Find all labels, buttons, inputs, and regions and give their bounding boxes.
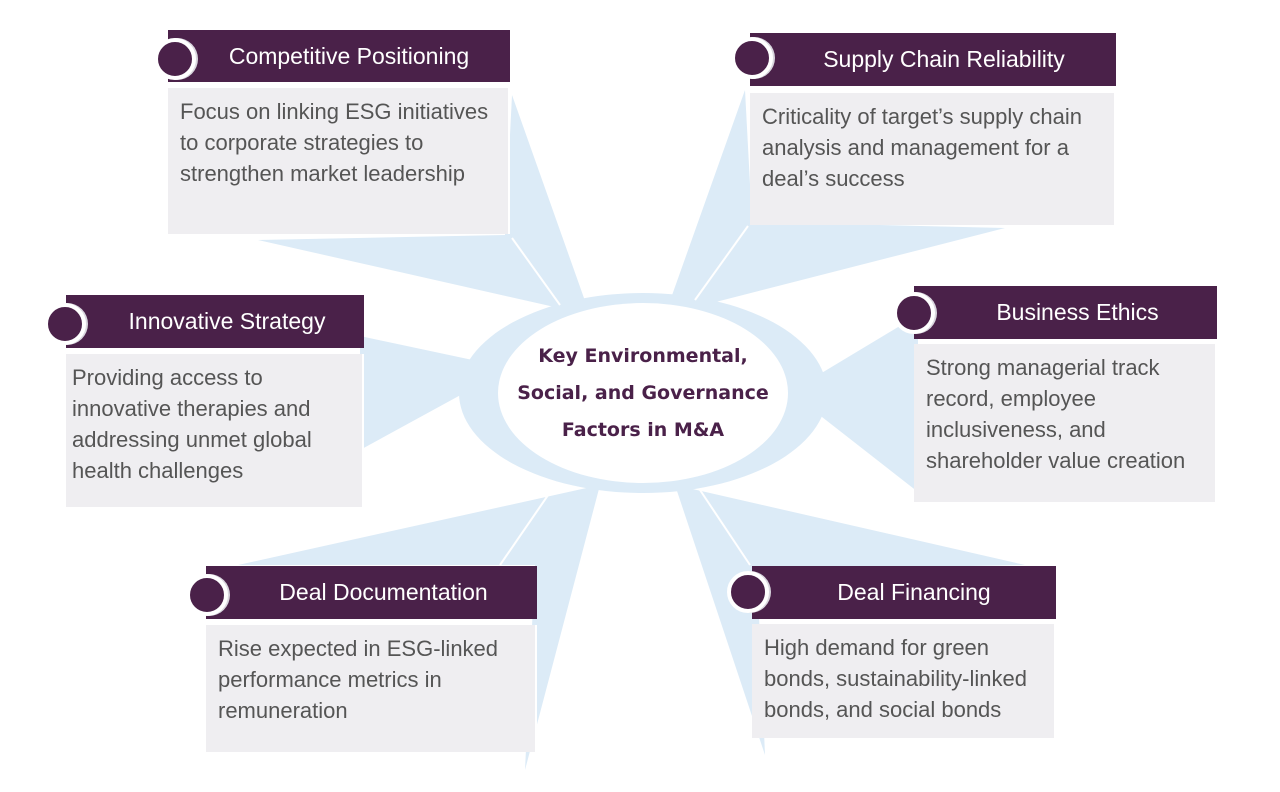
- factor-title: Deal Financing: [837, 579, 991, 605]
- bullet-icon: [154, 38, 196, 80]
- factor-description: Focus on linking ESG initiatives to corp…: [168, 88, 510, 234]
- ray-business-ethics: [790, 315, 918, 492]
- factor-header: Innovative Strategy: [66, 295, 364, 348]
- ray-supply-chain-reliability: [665, 90, 1005, 315]
- ray-deal-documentation: [238, 485, 600, 770]
- bullet-icon: [186, 574, 228, 616]
- factor-header: Supply Chain Reliability: [750, 33, 1116, 86]
- factor-card-deal-documentation: Deal Documentation Rise expected in ESG-…: [206, 566, 537, 752]
- factor-header: Deal Documentation: [206, 566, 537, 619]
- factor-header: Competitive Positioning: [168, 30, 510, 82]
- bullet-icon: [727, 571, 769, 613]
- factor-header: Deal Financing: [752, 566, 1056, 619]
- ray-deal-financing: [675, 485, 1025, 755]
- bullet-icon: [731, 37, 773, 79]
- factor-card-deal-financing: Deal Financing High demand for green bon…: [752, 566, 1056, 738]
- bullet-icon: [44, 303, 86, 345]
- bullet-icon: [893, 292, 935, 334]
- factor-title: Supply Chain Reliability: [823, 46, 1065, 72]
- factor-header: Business Ethics: [914, 286, 1217, 339]
- factor-description: High demand for green bonds, sustainabil…: [752, 624, 1056, 738]
- central-topic-title: Key Environmental, Social, and Governanc…: [517, 344, 769, 441]
- factor-card-innovative-strategy: Innovative Strategy Providing access to …: [66, 295, 364, 507]
- central-topic: Key Environmental, Social, and Governanc…: [498, 304, 788, 482]
- factor-title: Deal Documentation: [279, 579, 488, 605]
- factor-card-supply-chain-reliability: Supply Chain Reliability Criticality of …: [750, 33, 1116, 225]
- factor-card-business-ethics: Business Ethics Strong managerial track …: [914, 286, 1217, 502]
- factor-description: Strong managerial track record, employee…: [914, 344, 1217, 502]
- factor-title: Competitive Positioning: [228, 42, 470, 69]
- factor-title: Innovative Strategy: [128, 308, 326, 334]
- factor-description: Rise expected in ESG-linked performance …: [206, 625, 537, 752]
- factor-card-competitive-positioning: Competitive Positioning Focus on linking…: [168, 30, 510, 236]
- ray-competitive-positioning: [258, 95, 590, 315]
- factor-title: Business Ethics: [996, 299, 1159, 325]
- factor-description: Providing access to innovative therapies…: [66, 354, 364, 507]
- factor-description: Criticality of target’s supply chain ana…: [750, 93, 1116, 225]
